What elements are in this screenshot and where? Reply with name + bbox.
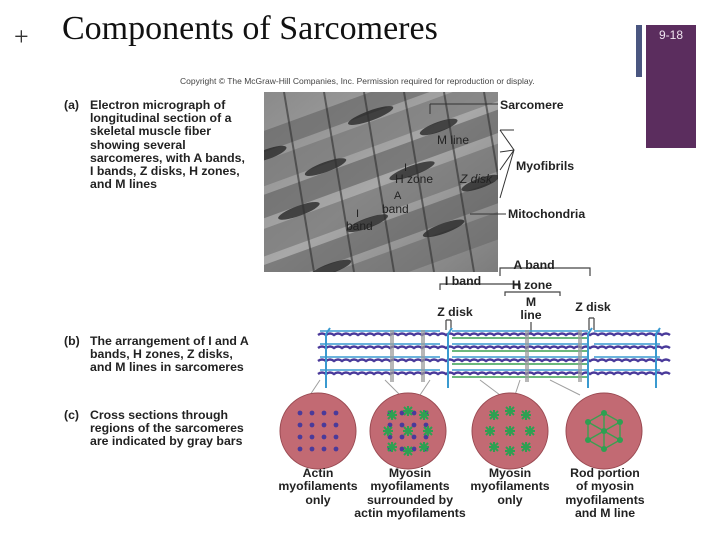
panel-c-line: are indicated by gray bars [90,434,243,449]
label-a-small: A [394,190,402,202]
panel-c-line: Cross sections through [90,408,229,422]
panel-c-text: (c) Cross sections through regions of th… [64,408,264,451]
panel-a-line: longitudinal section of a [90,111,232,126]
caption-myosin-only: Myosin myofilaments only [470,466,550,507]
panel-a-line: sarcomeres, with A bands, [90,150,245,165]
label-i-band-diagram: I band [444,274,482,288]
panel-b-line: The arrangement of I and A [90,334,249,348]
label-z-disk: Z disk [460,172,493,186]
slide-title: Components of Sarcomeres [62,10,438,47]
panel-a-line: and M lines [90,177,157,192]
label-m-line-diagram-1: M [525,295,537,309]
panel-c-letter: (c) [64,408,80,422]
panel-a-line: I bands, Z disks, H zones, [90,164,240,179]
panel-a-text: (a) Electron micrograph of longitudinal … [64,98,264,194]
copyright-notice: Copyright © The McGraw-Hill Companies, I… [180,76,535,86]
electron-micrograph: M line I H zone Z disk A band I band [264,92,498,272]
label-m-line-diagram-2: line [520,308,542,322]
label-sarcomere: Sarcomere [500,98,564,112]
label-myofibrils: Myofibrils [516,159,575,173]
label-mitochondria: Mitochondria [508,207,586,221]
panel-b-line: and M lines in sarcomeres [90,360,244,375]
label-m-line: M line [437,133,470,147]
panel-b-letter: (b) [64,334,80,348]
label-h-zone-diagram: H zone [511,278,553,292]
caption-actin-only: Actin myofilaments only [278,466,358,507]
label-a-band-diagram: A band [513,258,555,272]
slide-number: 9-18 [658,28,684,42]
panel-a-letter: (a) [64,98,80,112]
accent-bar [636,25,642,77]
label-a-band: band [382,202,409,216]
panel-c-line: regions of the sarcomeres [90,421,244,436]
accent-box [646,25,696,148]
panel-a-line: Electron micrograph of [90,98,226,112]
panel-b-line: bands, H zones, Z disks, [90,347,233,362]
panel-a-line: skeletal muscle fiber [90,124,211,139]
label-i-band-small: I [404,162,408,174]
label-i-small: I [356,208,360,220]
caption-myosin-actin: Myosin myofilaments surrounded by actin … [354,466,466,520]
slide-plus: + [14,22,29,51]
label-h-zone: H zone [395,172,434,186]
panel-a-line: showing several [90,137,186,152]
panel-b-text: (b) The arrangement of I and A bands, H … [64,334,264,377]
label-z-disk-right: Z disk [575,300,611,314]
label-z-disk-left: Z disk [437,305,473,319]
label-i-band: band [346,219,373,233]
caption-rod-m-line: Rod portion of myosin myofilaments and M… [565,466,645,520]
